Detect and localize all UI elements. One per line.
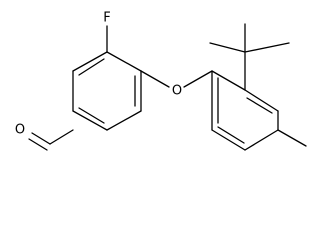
tert-butyl-group: [209, 23, 290, 91]
fluorine-atom-label: F: [103, 11, 110, 26]
bond-ring-to-methyl: [277, 129, 307, 147]
bond-ring-to-cho: [49, 129, 74, 145]
left-benzene-ring: [72, 51, 142, 131]
bond-ring-b-3b: [244, 129, 279, 151]
right-benzene-ring: [211, 70, 279, 151]
bond-ring-a-6: [72, 51, 108, 72]
bond-o-to-ring-b: [183, 70, 213, 88]
bond-ring-a-3: [106, 110, 142, 131]
bond-tbutyl-left: [209, 42, 246, 53]
bond-c-o-double-1: [31, 132, 51, 145]
bond-ring-a-1: [106, 51, 142, 72]
bond-ring-a-6-inner: [78, 58, 105, 76]
bond-ring-b-2: [244, 89, 279, 112]
bond-ring-b-2-inner: [246, 97, 273, 114]
bond-ring-b-1: [211, 70, 246, 91]
bond-ring-a-to-o: [140, 70, 170, 88]
bond-tbutyl-right: [244, 42, 290, 53]
bond-ring-a-4: [72, 110, 108, 131]
chemical-structure-diagram: F O O: [15, 11, 307, 151]
aldehyde-oxygen-label: O: [15, 123, 25, 138]
bond-ring-b-4: [211, 129, 246, 151]
bond-c-o-double-2: [28, 138, 48, 151]
bond-ring-b-4-inner: [217, 126, 245, 144]
bond-ring-a-4-inner: [78, 107, 105, 124]
ether-oxygen-label: O: [172, 84, 182, 99]
